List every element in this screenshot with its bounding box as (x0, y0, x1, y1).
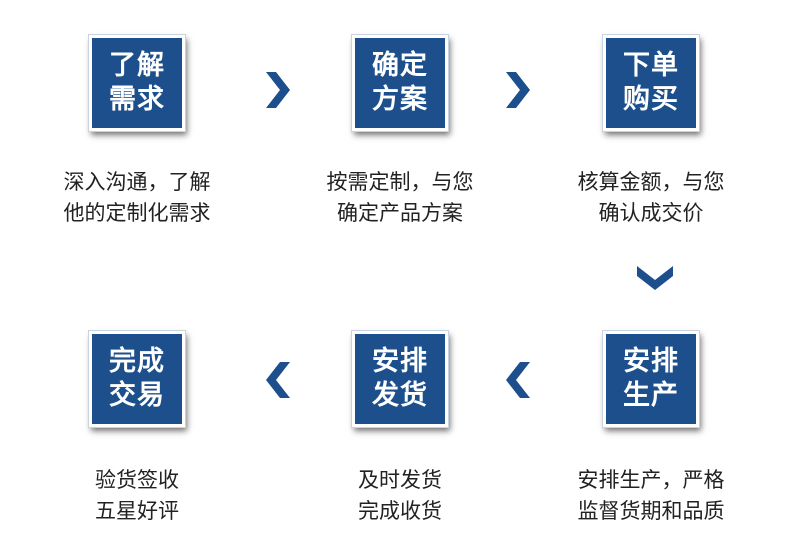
step-desc-line-1: 按需定制，与您 (326, 170, 474, 194)
step-box-place-order: 下单 购买 (603, 35, 699, 131)
step-description-confirm-plan: 按需定制，与您 确定产品方案 (290, 167, 510, 229)
step-box-arrange-production: 安排 生产 (603, 331, 699, 427)
step-title-line-1: 完成 (109, 346, 165, 377)
step-box-arrange-shipping: 安排 发货 (352, 331, 448, 427)
step-desc-line-1: 验货签收 (95, 468, 179, 492)
step-desc-line-1: 及时发货 (358, 468, 442, 492)
step-description-complete-deal: 验货签收 五星好评 (27, 465, 247, 527)
step-title-line-2: 购买 (623, 84, 679, 115)
step-description-arrange-production: 安排生产，严格 监督货期和品质 (541, 465, 761, 527)
step-description-arrange-shipping: 及时发货 完成收货 (290, 465, 510, 527)
step-title-line-1: 安排 (623, 346, 679, 377)
step-box-complete-deal: 完成 交易 (89, 331, 185, 427)
step-box-understand-needs: 了解 需求 (89, 35, 185, 131)
step-title-line-2: 交易 (109, 380, 165, 411)
chevron-right-icon (262, 70, 294, 110)
step-description-place-order: 核算金额，与您 确认成交价 (541, 167, 761, 229)
step-desc-line-2: 五星好评 (95, 499, 179, 523)
step-desc-line-1: 安排生产，严格 (577, 468, 725, 492)
step-title-line-1: 确定 (372, 50, 428, 81)
step-title-line-1: 安排 (372, 346, 428, 377)
step-title-line-1: 了解 (109, 50, 165, 81)
step-desc-line-1: 深入沟通，了解 (63, 170, 211, 194)
chevron-left-icon (262, 360, 294, 400)
step-title-line-1: 下单 (623, 50, 679, 81)
step-title-line-2: 生产 (623, 380, 679, 411)
step-desc-line-2: 监督货期和品质 (577, 499, 725, 523)
chevron-down-icon (635, 262, 675, 294)
step-description-understand-needs: 深入沟通，了解 他的定制化需求 (27, 167, 247, 229)
step-desc-line-2: 确定产品方案 (337, 201, 463, 225)
step-box-confirm-plan: 确定 方案 (352, 35, 448, 131)
step-desc-line-2: 完成收货 (358, 499, 442, 523)
step-desc-line-2: 确认成交价 (598, 201, 704, 225)
step-title-line-2: 需求 (109, 84, 165, 115)
step-title-line-2: 发货 (372, 380, 428, 411)
step-title-line-2: 方案 (372, 84, 428, 115)
step-desc-line-2: 他的定制化需求 (63, 201, 211, 225)
chevron-left-icon (502, 360, 534, 400)
chevron-right-icon (502, 70, 534, 110)
step-desc-line-1: 核算金额，与您 (577, 170, 725, 194)
